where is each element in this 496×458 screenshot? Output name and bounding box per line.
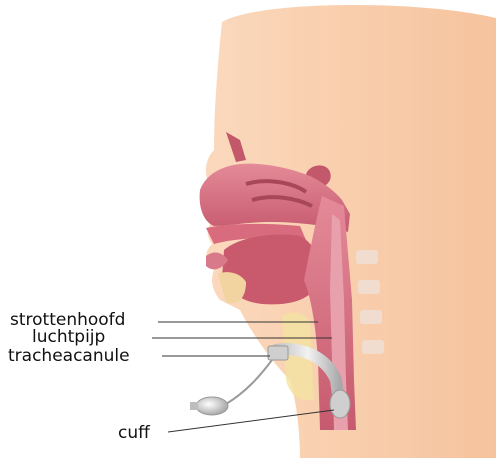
pilot-bulb xyxy=(196,397,228,415)
pilot-valve xyxy=(190,402,198,410)
label-cuff: cuff xyxy=(118,423,150,443)
pilot-line xyxy=(226,360,272,404)
label-luchtpijp: luchtpijp xyxy=(32,327,105,347)
cannula-flange xyxy=(268,346,288,360)
cuff-balloon xyxy=(330,390,350,418)
label-tracheacanule: tracheacanule xyxy=(8,346,130,366)
